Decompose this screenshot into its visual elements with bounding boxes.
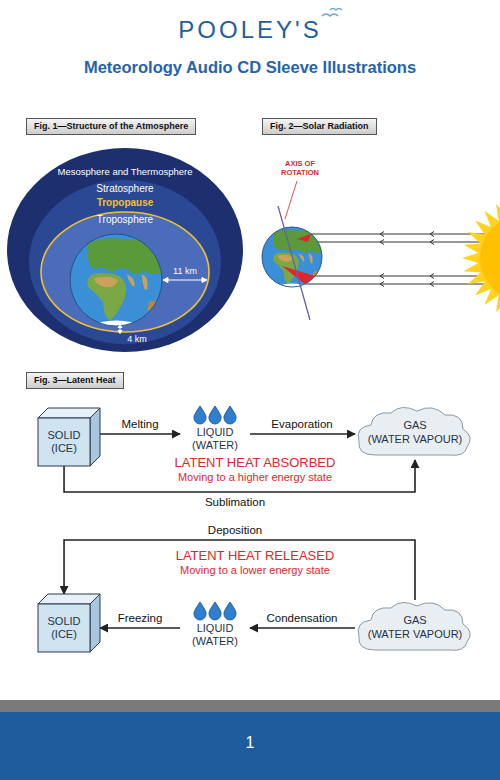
vapour-cloud: GAS(WATER VAPOUR) bbox=[355, 405, 475, 460]
process-arrow bbox=[100, 433, 180, 435]
edge-label: Freezing bbox=[116, 612, 165, 625]
ray-chevron bbox=[380, 232, 434, 287]
node-text: (WATER VAPOUR) bbox=[368, 628, 463, 641]
rotation-axis bbox=[278, 206, 310, 320]
node-text: (WATER VAPOUR) bbox=[368, 433, 463, 446]
radiation-area bbox=[297, 234, 311, 242]
dimension: 11 km bbox=[173, 266, 197, 276]
page-title: Meteorology Audio CD Sleeve Illustration… bbox=[0, 58, 500, 77]
logo: POOLEY'S bbox=[178, 16, 321, 44]
sun-disc bbox=[480, 216, 500, 300]
layer-name: Mesosphere and Thermosphere bbox=[57, 167, 192, 178]
ice-cube-box: SOLID(ICE) bbox=[38, 594, 100, 652]
sun-ray bbox=[305, 234, 490, 284]
node-text: GAS bbox=[403, 614, 426, 627]
node-text: (ICE) bbox=[51, 442, 77, 455]
node-text: (ICE) bbox=[51, 628, 77, 641]
node-text: SOLID bbox=[47, 429, 80, 442]
node-text: GAS bbox=[403, 419, 426, 432]
process-arrow bbox=[64, 540, 415, 600]
dimension-arrow bbox=[118, 325, 122, 334]
logo-bird bbox=[330, 9, 342, 11]
node-text: (WATER) bbox=[192, 439, 238, 452]
ice-cube-box: SOLID(ICE) bbox=[38, 408, 100, 466]
node-text: SOLID bbox=[47, 615, 80, 628]
sun-rays bbox=[462, 198, 500, 318]
dimension: 4 km bbox=[127, 334, 147, 344]
process-arrow bbox=[100, 627, 180, 629]
page-number: 1 bbox=[246, 734, 255, 752]
node-text: LIQUID bbox=[197, 622, 234, 635]
node-text: Fig. 2—Solar Radiation bbox=[270, 121, 369, 132]
troposphere-layer bbox=[41, 212, 209, 332]
dimension-arrow bbox=[163, 278, 207, 283]
figure-caption-box: Fig. 2—Solar Radiation bbox=[262, 118, 377, 135]
stratosphere-layer bbox=[29, 180, 221, 344]
heat-note: Moving to a lower energy state bbox=[180, 564, 330, 577]
figure-caption-box: Fig. 3—Latent Heat bbox=[26, 372, 124, 389]
logo-bird bbox=[322, 14, 338, 16]
water-drops-box: LIQUID(WATER) bbox=[180, 600, 250, 648]
layer-name: Tropopause bbox=[97, 197, 154, 209]
edge-label: Melting bbox=[119, 418, 160, 431]
node-text: Fig. 1—Structure of the Atmosphere bbox=[34, 121, 188, 132]
layer-name: Troposphere bbox=[97, 214, 153, 226]
footer-band bbox=[0, 700, 500, 712]
layer-name: Stratosphere bbox=[96, 183, 153, 195]
vapour-cloud: GAS(WATER VAPOUR) bbox=[355, 600, 475, 655]
heat-note: Moving to a higher energy state bbox=[178, 471, 332, 484]
water-drops-box: LIQUID(WATER) bbox=[180, 404, 250, 452]
node-text: Fig. 3—Latent Heat bbox=[34, 375, 116, 386]
edge-label: Evaporation bbox=[269, 418, 334, 431]
footer-bar bbox=[0, 712, 500, 780]
earth-globe bbox=[70, 234, 164, 332]
leader-line bbox=[285, 181, 297, 219]
process-arrow bbox=[250, 627, 355, 629]
process-arrow bbox=[250, 433, 355, 435]
node-text: (WATER) bbox=[192, 635, 238, 648]
node-text: LIQUID bbox=[197, 426, 234, 439]
edge-label: Condensation bbox=[265, 612, 340, 625]
heat-note: LATENT HEAT ABSORBED bbox=[175, 456, 336, 471]
heat-note: LATENT HEAT RELEASED bbox=[176, 549, 335, 564]
edge-label: Deposition bbox=[206, 524, 264, 537]
figure-caption-box: Fig. 1—Structure of the Atmosphere bbox=[26, 118, 196, 135]
callout-label: AXIS OF ROTATION bbox=[276, 160, 324, 177]
sun bbox=[462, 198, 500, 318]
mesosphere-layer bbox=[7, 148, 243, 352]
edge-label: Sublimation bbox=[203, 496, 267, 509]
